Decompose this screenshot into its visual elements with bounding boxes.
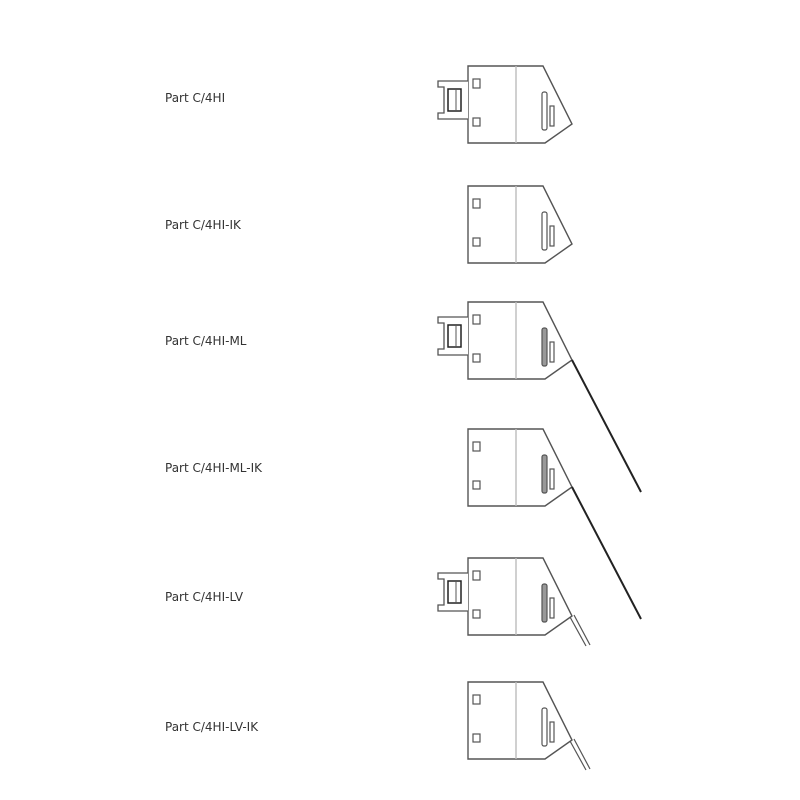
long-slot	[541, 327, 548, 367]
long-slot	[541, 707, 548, 747]
bracket-window	[447, 324, 462, 348]
part-drawing	[467, 185, 573, 264]
clip-hole	[472, 570, 481, 581]
bracket-window	[447, 580, 462, 604]
part-label: Part C/4HI-IK	[165, 218, 241, 232]
clip-hole	[472, 609, 481, 619]
part-drawing	[467, 428, 642, 620]
short-tail	[573, 614, 591, 646]
part-label: Part C/4HI-ML-IK	[165, 461, 263, 475]
short-tail	[573, 738, 591, 770]
part-label: Part C/4HI-LV	[165, 590, 244, 604]
part-label: Part C/4HI	[165, 91, 226, 105]
part-drawing	[437, 301, 642, 493]
long-slot	[541, 454, 548, 494]
bracket-window	[447, 88, 462, 112]
short-slot	[549, 225, 555, 247]
short-slot	[549, 597, 555, 619]
short-slot	[549, 721, 555, 743]
short-slot	[549, 341, 555, 363]
short-slot	[549, 105, 555, 127]
clip-hole	[472, 78, 481, 89]
part-body	[467, 185, 573, 264]
short-tail	[569, 616, 587, 647]
short-tail	[569, 740, 587, 771]
long-wire	[571, 486, 642, 620]
short-slot	[549, 468, 555, 490]
clip-hole	[472, 314, 481, 325]
long-slot	[541, 583, 548, 623]
clip-hole	[472, 237, 481, 247]
clip-hole	[472, 480, 481, 490]
part-label: Part C/4HI-LV-IK	[165, 720, 259, 734]
clip-hole	[472, 198, 481, 209]
clip-hole	[472, 353, 481, 363]
part-body	[467, 428, 573, 507]
part-drawing	[467, 681, 591, 771]
part-body	[467, 557, 573, 636]
clip-hole	[472, 441, 481, 452]
part-body	[467, 65, 573, 144]
part-drawing	[437, 65, 573, 144]
part-label: Part C/4HI-ML	[165, 334, 247, 348]
long-slot	[541, 91, 548, 131]
clip-hole	[472, 117, 481, 127]
long-slot	[541, 211, 548, 251]
part-body	[467, 681, 573, 760]
part-drawing	[437, 557, 591, 647]
clip-hole	[472, 694, 481, 705]
long-wire	[571, 359, 642, 493]
clip-hole	[472, 733, 481, 743]
part-body	[467, 301, 573, 380]
